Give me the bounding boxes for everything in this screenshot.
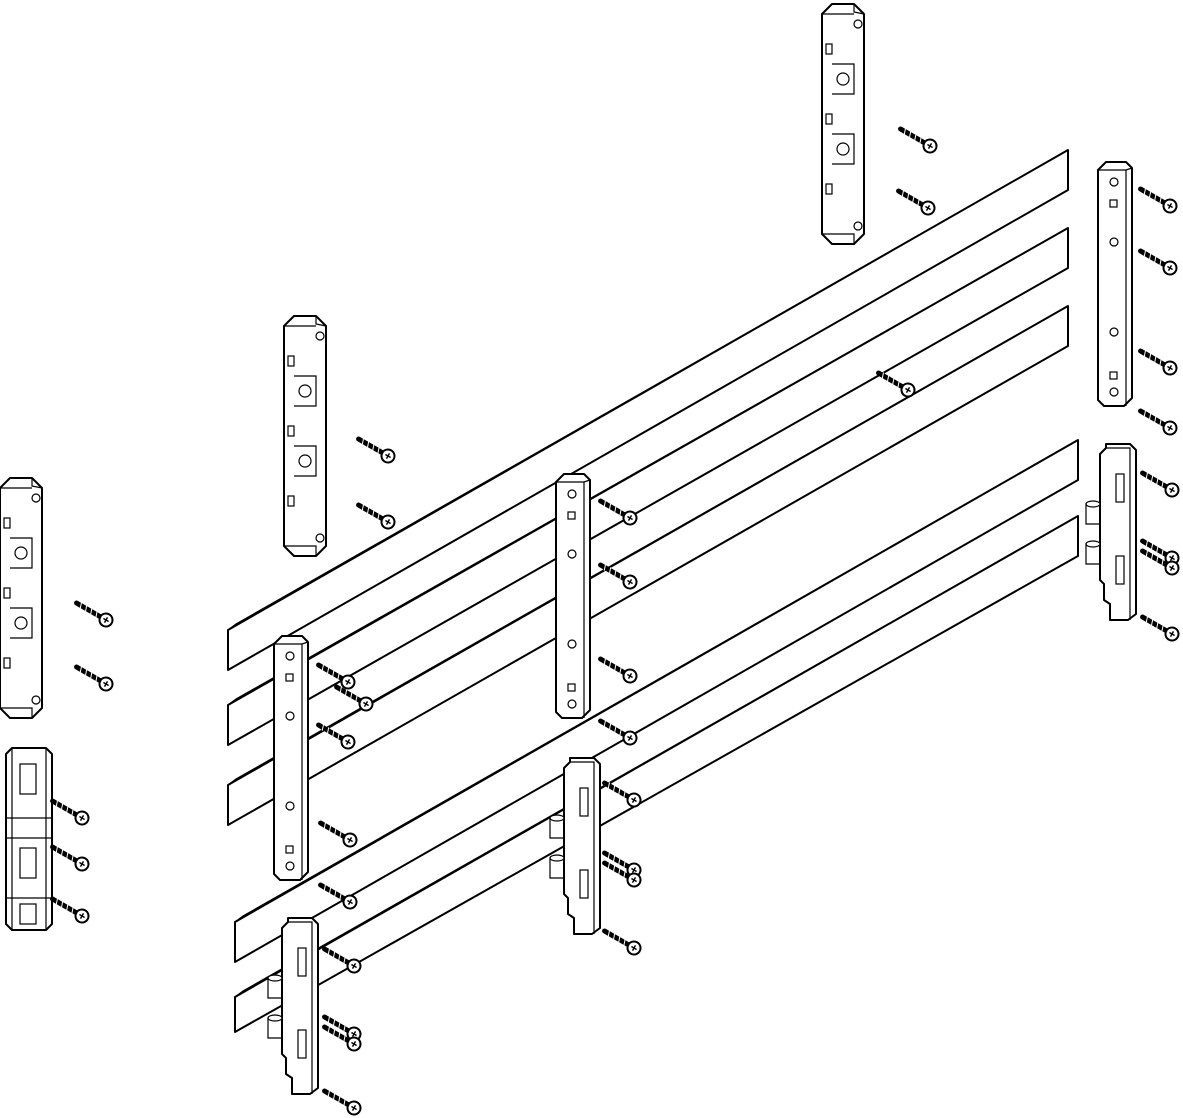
busbar-upper-2 (227, 227, 1069, 746)
busbar-lower-1 (234, 439, 1079, 963)
busbar-holder-left (0, 477, 43, 719)
busbar-upper-3 (227, 305, 1069, 826)
support-center-upper (555, 473, 591, 719)
busbar-lower-2 (234, 515, 1079, 1033)
busbar-holder-top-right (821, 3, 865, 245)
support-left-upper (273, 635, 309, 881)
clip-holder-right (1085, 443, 1137, 621)
end-holder-left (5, 747, 53, 931)
busbar-holder-middle (283, 315, 327, 557)
busbar-upper-1 (227, 149, 1069, 671)
support-right-upper (1097, 161, 1133, 407)
